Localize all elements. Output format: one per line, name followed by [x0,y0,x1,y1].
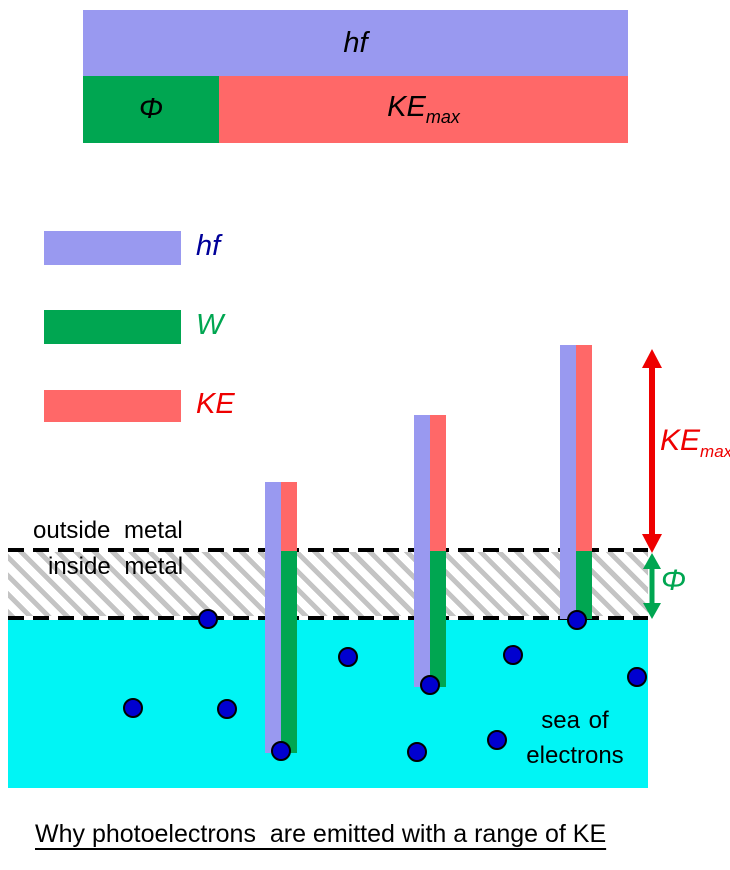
bar-1-ke-segment [281,482,297,551]
bar-2-hf-segment [414,415,430,687]
bar-3-w-segment [576,551,592,619]
electron-dot [420,675,440,695]
legend-label-w: W [196,309,224,341]
hf-energy-bar: hf [83,10,628,76]
phi-energy-bar: Φ [83,76,219,143]
bar-3-ke-segment [576,345,592,551]
kemax-arrow-label-ke: KE [660,424,701,457]
electron-sea-region [8,620,648,788]
kemax-energy-bar: KEmax [219,76,628,143]
legend-swatch-hf [44,231,181,265]
bar-3-hf-segment [560,345,576,619]
legend-label-ke: KE [196,388,235,420]
sea-label-line1: sea of [541,707,609,734]
legend-label-hf: hf [196,230,221,262]
phi-bar-label: Φ [138,93,164,125]
metal-surface-hatched-band [8,552,648,616]
kemax-bar-label-ke: KE [387,91,426,124]
sea-of-electrons-label: sea of electrons [505,703,645,773]
electron-dot [271,741,291,761]
outside-metal-label: outside metal [33,517,183,544]
kemax-arrow [642,349,662,553]
bar-1-hf-segment [265,482,281,753]
sea-top-dashed-line [8,616,648,620]
electron-dot [123,698,143,718]
phi-arrow [643,553,661,619]
caption-title: Why photoelectrons are emitted with a ra… [35,820,607,848]
electron-dot [503,645,523,665]
metal-surface-dashed-line [8,548,648,552]
kemax-arrow-label-sub: max [700,442,730,461]
electron-dot [407,742,427,762]
electron-dot [567,610,587,630]
electron-dot [627,667,647,687]
phi-arrow-label: Φ [661,564,687,597]
bar-1-w-segment [281,551,297,753]
kemax-bar-label: KEmax [387,91,460,128]
electron-dot [338,647,358,667]
inside-metal-label: inside metal [48,553,184,580]
electron-dot [217,699,237,719]
sea-label-line2: electrons [526,742,624,769]
bar-2-ke-segment [430,415,446,551]
legend-swatch-ke [44,390,181,422]
hf-bar-label: hf [343,26,368,59]
electron-dot [487,730,507,750]
bar-2-w-segment [430,551,446,687]
kemax-bar-label-sub: max [425,106,460,127]
legend-swatch-w [44,310,181,344]
electron-dot [198,609,218,629]
kemax-arrow-label: KEmax [660,424,730,462]
